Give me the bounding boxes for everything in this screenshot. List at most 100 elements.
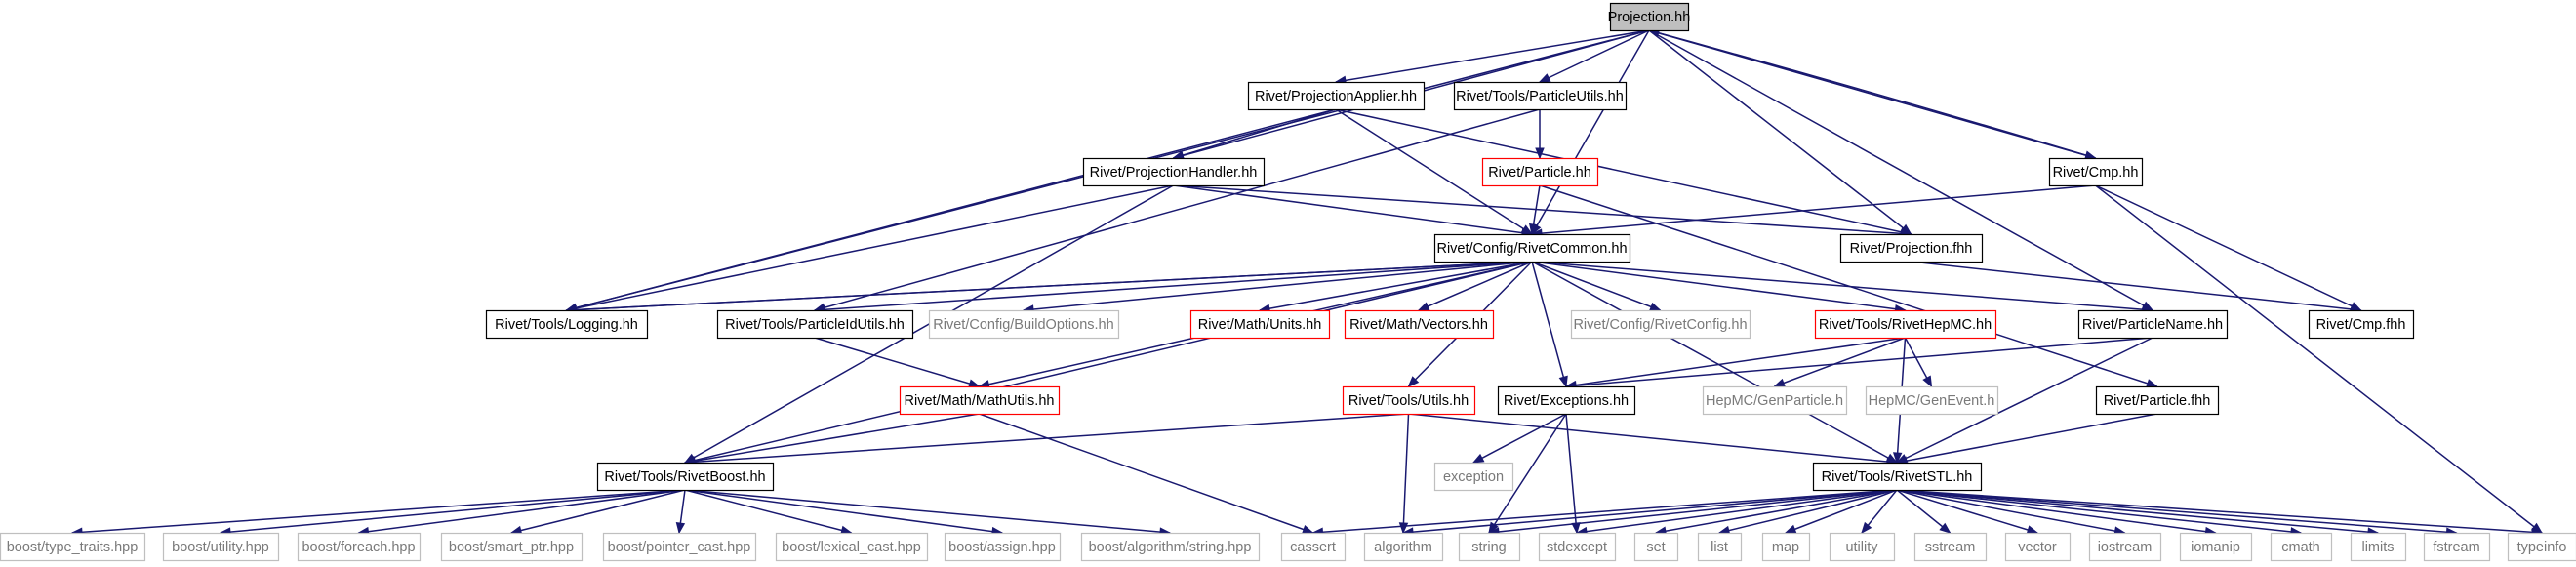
node-projection-hh[interactable]: Projection.hh — [1608, 2, 1691, 32]
edge-rivet_hepmc-to-hepmc_genparticle — [1774, 337, 1906, 387]
node-label: boost/utility.hpp — [172, 540, 269, 555]
node-box — [1433, 233, 1631, 263]
edge-projection_hh-to-particle_name — [1648, 29, 2153, 311]
node-label: Rivet/Tools/Utils.hh — [1348, 393, 1469, 409]
edge-rivet_boost-to-boost_smart_ptr — [510, 489, 686, 534]
node-label: HepMC/GenParticle.h — [1706, 393, 1843, 409]
node-label: boost/pointer_cast.hpp — [608, 540, 751, 555]
edge-projection_applier-to-projection_fhh — [1335, 108, 1912, 235]
node-box — [602, 532, 757, 562]
node-label: iomanip — [2191, 540, 2240, 555]
edge-projection_hh-to-particle_utils — [1539, 29, 1650, 83]
arrowhead-exceptions-to-exception — [1471, 453, 1485, 464]
node-rivet-common[interactable]: Rivet/Config/RivetCommon.hh — [1433, 233, 1631, 263]
node-vector: vector — [2004, 532, 2072, 562]
node-label: boost/type_traits.hpp — [7, 540, 139, 555]
node-box — [1913, 532, 1988, 562]
edge-rivet_stl-to-algorithm — [1402, 489, 1898, 534]
edge-logging-to-rivet_common — [566, 261, 1533, 311]
edge-rivet_stl-to-stdexcept — [1576, 489, 1898, 534]
node-label: fstream — [2433, 540, 2479, 555]
node-box — [1453, 81, 1628, 111]
node-cassert: cassert — [1280, 532, 1347, 562]
edge-math_utils-to-cassert — [979, 413, 1313, 534]
node-label: boost/foreach.hpp — [302, 540, 415, 555]
node-typeinfo: typeinfo — [2507, 532, 2576, 562]
edge-rivet_stl-to-cassert — [1312, 489, 1898, 534]
node-tools-utils[interactable]: Rivet/Tools/Utils.hh — [1342, 385, 1476, 416]
edge-projection_handler-to-logging — [566, 184, 1174, 311]
node-label: Rivet/Tools/Logging.hh — [495, 317, 638, 333]
node-string: string — [1458, 532, 1521, 562]
node-sstream: sstream — [1913, 532, 1988, 562]
node-label: string — [1471, 540, 1506, 555]
node-particle-utils[interactable]: Rivet/Tools/ParticleUtils.hh — [1453, 81, 1628, 111]
node-label: Rivet/Projection.fhh — [1850, 241, 1973, 257]
edge-rivet_stl-to-limits — [1896, 489, 2379, 534]
node-label: cassert — [1290, 540, 1336, 555]
edge-cmp_hh-to-cmp_fhh — [2095, 184, 2361, 311]
node-label: Rivet/Tools/ParticleUtils.hh — [1456, 89, 1624, 104]
node-boost-lexical-cast: boost/lexical_cast.hpp — [775, 532, 929, 562]
node-box — [1865, 385, 1999, 416]
node-box — [1812, 462, 1983, 492]
node-label: Rivet/ParticleName.hh — [2082, 317, 2223, 333]
edge-exceptions-to-exception — [1472, 413, 1567, 464]
node-box — [1814, 309, 1997, 340]
node-utility: utility — [1829, 532, 1896, 562]
edge-projection_hh-to-projection_applier — [1335, 29, 1650, 83]
edge-tools_utils-to-algorithm — [1402, 413, 1410, 534]
node-math-utils[interactable]: Rivet/Math/MathUtils.hh — [899, 385, 1061, 416]
node-projection-handler[interactable]: Rivet/ProjectionHandler.hh — [1082, 157, 1266, 187]
node-label: HepMC/GenEvent.h — [1869, 393, 1995, 409]
edge-rivet_common-to-particle_id_utils — [814, 261, 1533, 311]
edge-exceptions-to-stdexcept — [1565, 413, 1578, 534]
node-label: Rivet/Tools/RivetHepMC.hh — [1819, 317, 1992, 333]
node-map: map — [1761, 532, 1811, 562]
node-box — [1633, 532, 1679, 562]
node-cmp-hh[interactable]: Rivet/Cmp.hh — [2048, 157, 2144, 187]
node-projection-fhh[interactable]: Rivet/Projection.fhh — [1839, 233, 1984, 263]
edge-particle_name-to-exceptions — [1565, 337, 2153, 387]
node-stdexcept: stdexcept — [1538, 532, 1617, 562]
node-box — [1344, 309, 1495, 340]
node-box — [899, 385, 1061, 416]
node-particle-hh[interactable]: Rivet/Particle.hh — [1481, 157, 1599, 187]
arrowhead-rivet_stl-to-vector — [2026, 525, 2039, 535]
node-logging[interactable]: Rivet/Tools/Logging.hh — [485, 309, 649, 340]
node-rivet-stl[interactable]: Rivet/Tools/RivetSTL.hh — [1812, 462, 1983, 492]
node-limits: limits — [2350, 532, 2407, 562]
node-cmp-fhh[interactable]: Rivet/Cmp.fhh — [2308, 309, 2415, 340]
node-rivet-hepmc[interactable]: Rivet/Tools/RivetHepMC.hh — [1814, 309, 1997, 340]
node-boost-algorithm-string: boost/algorithm/string.hpp — [1080, 532, 1261, 562]
arrowhead-rivet_stl-to-sstream — [1939, 522, 1952, 534]
edge-rivet_common-to-rivet_config — [1531, 261, 1661, 311]
node-box — [1538, 532, 1617, 562]
node-box — [1433, 462, 1514, 492]
node-box — [1829, 532, 1896, 562]
node-math-units[interactable]: Rivet/Math/Units.hh — [1189, 309, 1331, 340]
node-exceptions[interactable]: Rivet/Exceptions.hh — [1497, 385, 1636, 416]
node-label: Rivet/Math/Units.hh — [1198, 317, 1322, 333]
node-particle-id-utils[interactable]: Rivet/Tools/ParticleIdUtils.hh — [716, 309, 914, 340]
edge-rivet_stl-to-list — [1718, 489, 1898, 534]
node-box — [162, 532, 280, 562]
node-label: typeinfo — [2517, 540, 2567, 555]
node-label: Rivet/Tools/RivetSTL.hh — [1822, 469, 1973, 485]
node-box — [1082, 157, 1266, 187]
node-particle-fhh[interactable]: Rivet/Particle.fhh — [2095, 385, 2220, 416]
node-rivet-boost[interactable]: Rivet/Tools/RivetBoost.hh — [596, 462, 775, 492]
node-projection-applier[interactable]: Rivet/ProjectionApplier.hh — [1247, 81, 1426, 111]
node-set: set — [1633, 532, 1679, 562]
edge-particle_id_utils-to-math_utils — [814, 337, 980, 387]
node-box — [485, 309, 649, 340]
node-math-vectors[interactable]: Rivet/Math/Vectors.hh — [1344, 309, 1495, 340]
node-box — [2088, 532, 2162, 562]
node-exception: exception — [1433, 462, 1514, 492]
node-particle-name[interactable]: Rivet/ParticleName.hh — [2077, 309, 2229, 340]
node-hepmc-genparticle: HepMC/GenParticle.h — [1702, 385, 1848, 416]
edge-rivet_stl-to-iomanip — [1896, 489, 2216, 534]
node-label: Rivet/Exceptions.hh — [1504, 393, 1629, 409]
node-box — [1702, 385, 1848, 416]
